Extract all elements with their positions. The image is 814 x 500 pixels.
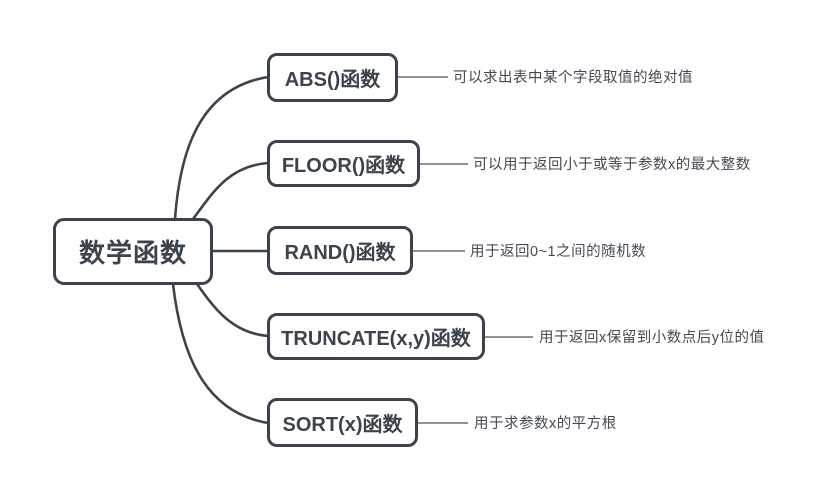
node-floor-function: FLOOR()函数 — [267, 140, 420, 187]
node-abs-function: ABS()函数 — [267, 53, 398, 102]
desc-abs-function: 可以求出表中某个字段取值的绝对值 — [453, 70, 693, 87]
desc-floor-function: 可以用于返回小于或等于参数x的最大整数 — [473, 157, 751, 174]
node-sort-label: SORT(x)函数 — [282, 414, 403, 436]
root-node-math-functions: 数学函数 — [53, 218, 213, 285]
node-rand-label: RAND()函数 — [284, 242, 396, 264]
node-abs-label: ABS()函数 — [284, 69, 381, 91]
connector-root-to-floor — [191, 161, 270, 221]
node-sort-function: SORT(x)函数 — [267, 398, 418, 447]
desc-truncate-function: 用于返回x保留到小数点后y位的值 — [539, 330, 765, 347]
desc-sort-function: 用于求参数x的平方根 — [474, 416, 617, 433]
node-truncate-label: TRUNCATE(x,y)函数 — [281, 328, 471, 350]
root-node-label: 数学函数 — [78, 238, 187, 268]
connector-root-to-sort — [171, 282, 270, 425]
connector-root-to-truncate — [195, 282, 270, 338]
connector-root-to-abs — [173, 75, 270, 221]
node-floor-label: FLOOR()函数 — [281, 155, 406, 177]
desc-rand-function: 用于返回0~1之间的随机数 — [470, 244, 647, 261]
node-rand-function: RAND()函数 — [267, 226, 413, 275]
node-truncate-function: TRUNCATE(x,y)函数 — [267, 313, 485, 360]
